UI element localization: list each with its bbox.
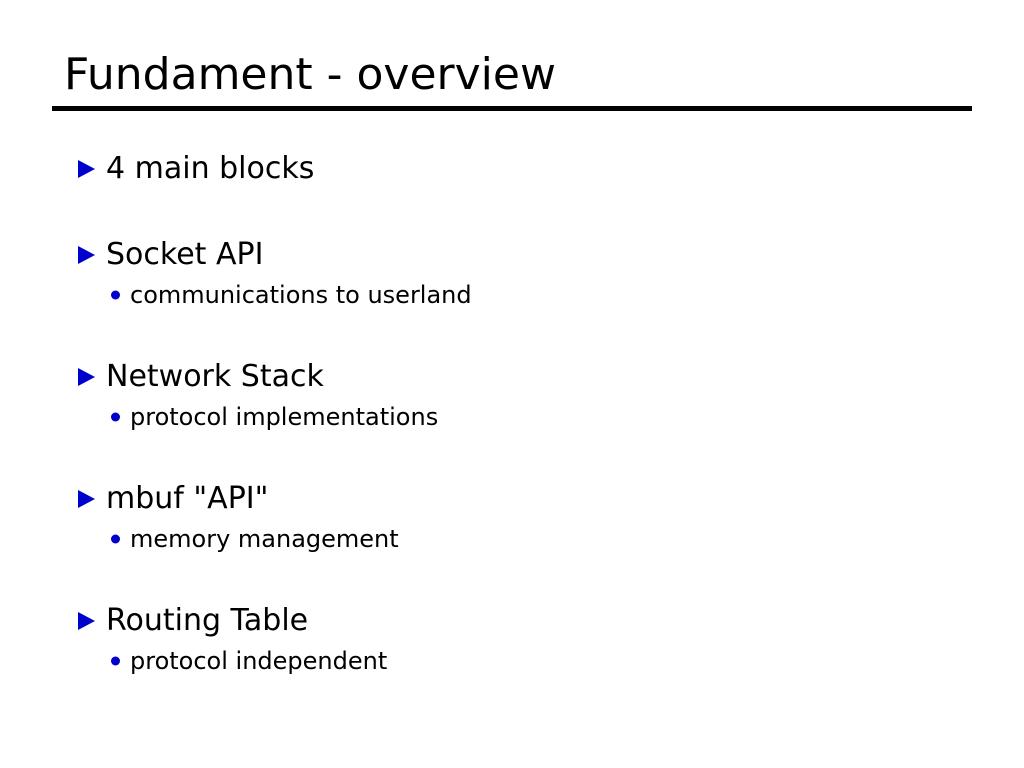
bullet-item-level2[interactable]: memory management xyxy=(78,522,958,556)
bullet-label-level2: memory management xyxy=(130,525,399,553)
triangle-right-bullet-icon xyxy=(78,478,106,520)
bullet-item-level1[interactable]: 4 main blocks xyxy=(78,148,958,190)
bullet-item-level2[interactable]: protocol independent xyxy=(78,644,958,678)
bullet-label-level1: Socket API xyxy=(106,237,264,272)
triangle-right-bullet-icon xyxy=(78,148,106,190)
bullet-item-level1[interactable]: Network Stack xyxy=(78,356,958,398)
bullet-label-level1: Routing Table xyxy=(106,603,309,638)
bullet-item-level1[interactable]: Socket API xyxy=(78,234,958,276)
title-underline-rule xyxy=(52,106,972,111)
dot-bullet-icon xyxy=(111,400,130,434)
outline-group-0: 4 main blocks xyxy=(78,148,958,190)
dot-bullet-icon xyxy=(111,278,130,312)
dot-bullet-icon xyxy=(111,522,130,556)
outline-group-1: Socket API communications to userland xyxy=(78,234,958,312)
bullet-label-level1: 4 main blocks xyxy=(106,151,315,186)
bullet-item-level2[interactable]: communications to userland xyxy=(78,278,958,312)
slide-header: Fundament - overview xyxy=(52,48,972,111)
bullet-label-level1: mbuf "API" xyxy=(106,481,269,516)
outline-group-3: mbuf "API" memory management xyxy=(78,478,958,556)
bullet-item-level2[interactable]: protocol implementations xyxy=(78,400,958,434)
outline-group-4: Routing Table protocol independent xyxy=(78,600,958,678)
outline-group-2: Network Stack protocol implementations xyxy=(78,356,958,434)
bullet-item-level1[interactable]: mbuf "API" xyxy=(78,478,958,520)
triangle-right-bullet-icon xyxy=(78,356,106,398)
triangle-right-bullet-icon xyxy=(78,234,106,276)
bullet-label-level2: communications to userland xyxy=(130,281,472,309)
bullet-label-level2: protocol independent xyxy=(130,647,388,675)
bullet-label-level2: protocol implementations xyxy=(130,403,439,431)
bullet-item-level1[interactable]: Routing Table xyxy=(78,600,958,642)
page-title: Fundament - overview xyxy=(64,49,556,100)
triangle-right-bullet-icon xyxy=(78,600,106,642)
dot-bullet-icon xyxy=(111,644,130,678)
bullet-label-level1: Network Stack xyxy=(106,359,324,394)
slide-outline: 4 main blocks Socket API communications … xyxy=(78,148,958,678)
